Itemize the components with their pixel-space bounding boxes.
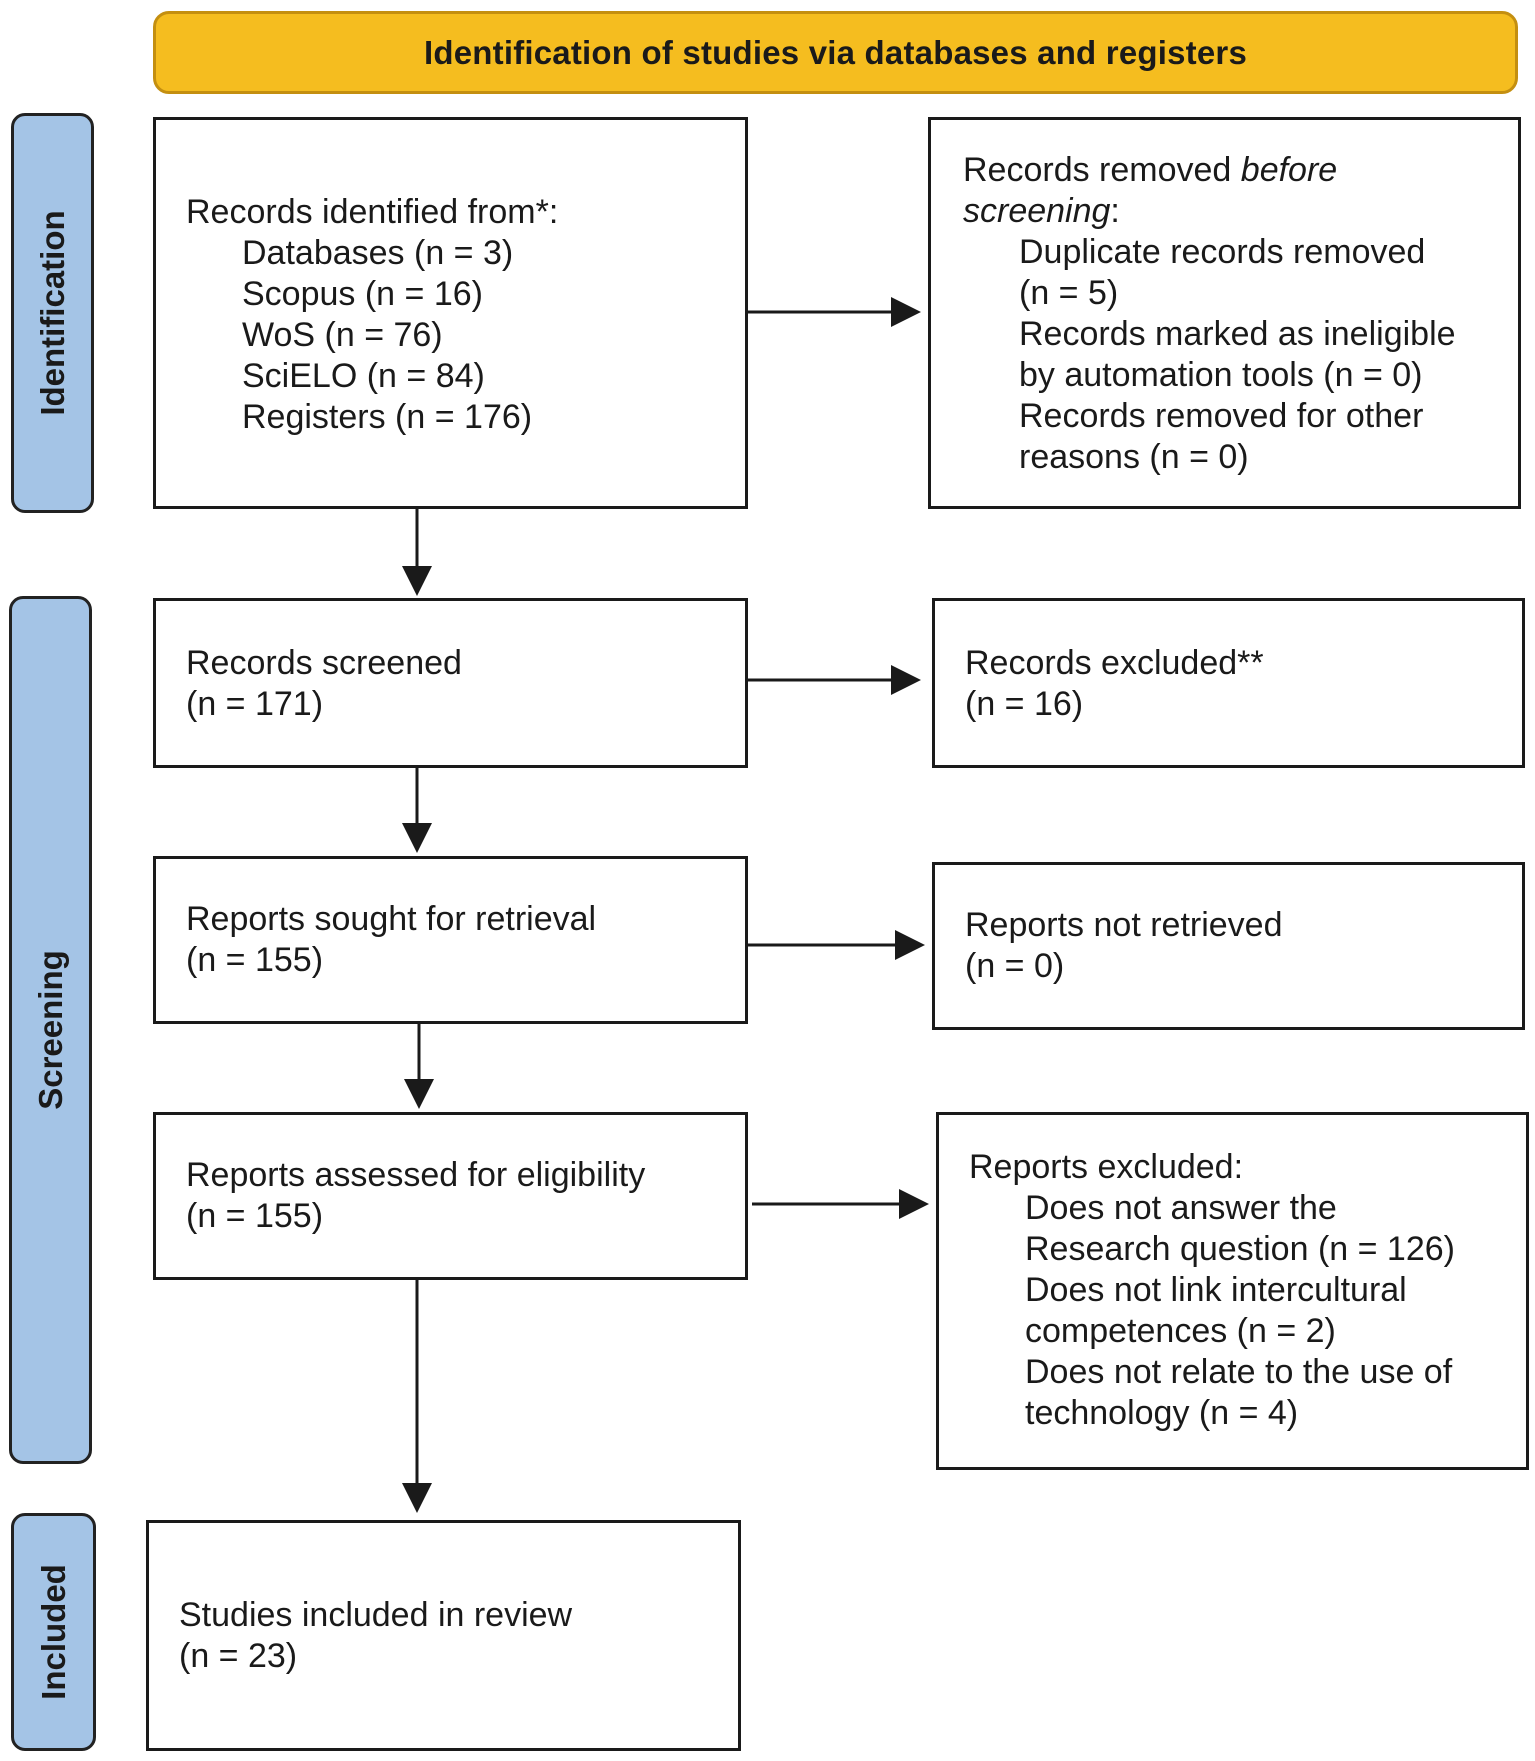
source-databases: Databases (n = 3): [242, 234, 514, 272]
records-removed-em-screening: screening: [963, 192, 1111, 230]
source-scopus: Scopus (n = 16): [242, 275, 483, 313]
records-removed-title-line2: screening:: [963, 191, 1518, 232]
reports-not-retrieved-count: (n = 0): [965, 947, 1065, 985]
reports-excluded-line: Research question (n = 126): [1025, 1230, 1455, 1268]
records-screened-count: (n = 171): [186, 685, 324, 723]
reports-excluded-line: competences (n = 2): [1025, 1312, 1336, 1350]
box-records-excluded: Records excluded** (n = 16): [932, 598, 1525, 768]
box-reports-not-retrieved: Reports not retrieved (n = 0): [932, 862, 1525, 1030]
phase-identification: Identification: [11, 113, 94, 513]
removed-line: Duplicate records removed: [1019, 233, 1426, 271]
reports-excluded-line: Does not answer the: [1025, 1189, 1337, 1227]
reports-excluded-line: Does not relate to the use of: [1025, 1353, 1453, 1391]
removed-line: Records removed for other: [1019, 397, 1424, 435]
header-title: Identification of studies via databases …: [424, 33, 1247, 71]
reports-assessed-count: (n = 155): [186, 1197, 324, 1235]
records-removed-title-line1: Records removed before: [963, 150, 1518, 191]
records-removed-suffix: :: [1110, 192, 1120, 230]
box-reports-sought: Reports sought for retrieval (n = 155): [153, 856, 748, 1024]
box-records-screened: Records screened (n = 171): [153, 598, 748, 768]
removed-line: reasons (n = 0): [1019, 438, 1249, 476]
removed-line: by automation tools (n = 0): [1019, 356, 1423, 394]
reports-excluded-line: technology (n = 4): [1025, 1394, 1299, 1432]
records-removed-prefix: Records removed: [963, 151, 1241, 189]
box-records-identified: Records identified from*: Databases (n =…: [153, 117, 748, 509]
source-wos: WoS (n = 76): [242, 316, 443, 354]
reports-excluded-title: Reports excluded:: [969, 1148, 1244, 1186]
reports-sought-title: Reports sought for retrieval: [186, 900, 597, 938]
records-excluded-title: Records excluded**: [965, 644, 1264, 682]
source-registers: Registers (n = 176): [242, 398, 533, 436]
removed-line: Records marked as ineligible: [1019, 315, 1456, 353]
phase-header: Identification of studies via databases …: [153, 11, 1518, 94]
records-identified-title: Records identified from*:: [186, 193, 559, 231]
source-scielo: SciELO (n = 84): [242, 357, 485, 395]
reports-excluded-line: Does not link intercultural: [1025, 1271, 1407, 1309]
reports-not-retrieved-title: Reports not retrieved: [965, 906, 1283, 944]
box-reports-assessed: Reports assessed for eligibility (n = 15…: [153, 1112, 748, 1280]
phase-included: Included: [11, 1513, 96, 1751]
records-removed-em-before: before: [1240, 151, 1338, 189]
records-excluded-count: (n = 16): [965, 685, 1084, 723]
records-screened-title: Records screened: [186, 644, 462, 682]
removed-line: (n = 5): [1019, 274, 1119, 312]
reports-assessed-title: Reports assessed for eligibility: [186, 1156, 646, 1194]
phase-screening: Screening: [9, 596, 92, 1464]
box-reports-excluded: Reports excluded: Does not answer the Re…: [936, 1112, 1529, 1470]
box-studies-included: Studies included in review (n = 23): [146, 1520, 741, 1751]
studies-included-count: (n = 23): [179, 1637, 298, 1675]
studies-included-title: Studies included in review: [179, 1596, 573, 1634]
reports-sought-count: (n = 155): [186, 941, 324, 979]
box-records-removed: Records removed before screening: Duplic…: [928, 117, 1521, 509]
